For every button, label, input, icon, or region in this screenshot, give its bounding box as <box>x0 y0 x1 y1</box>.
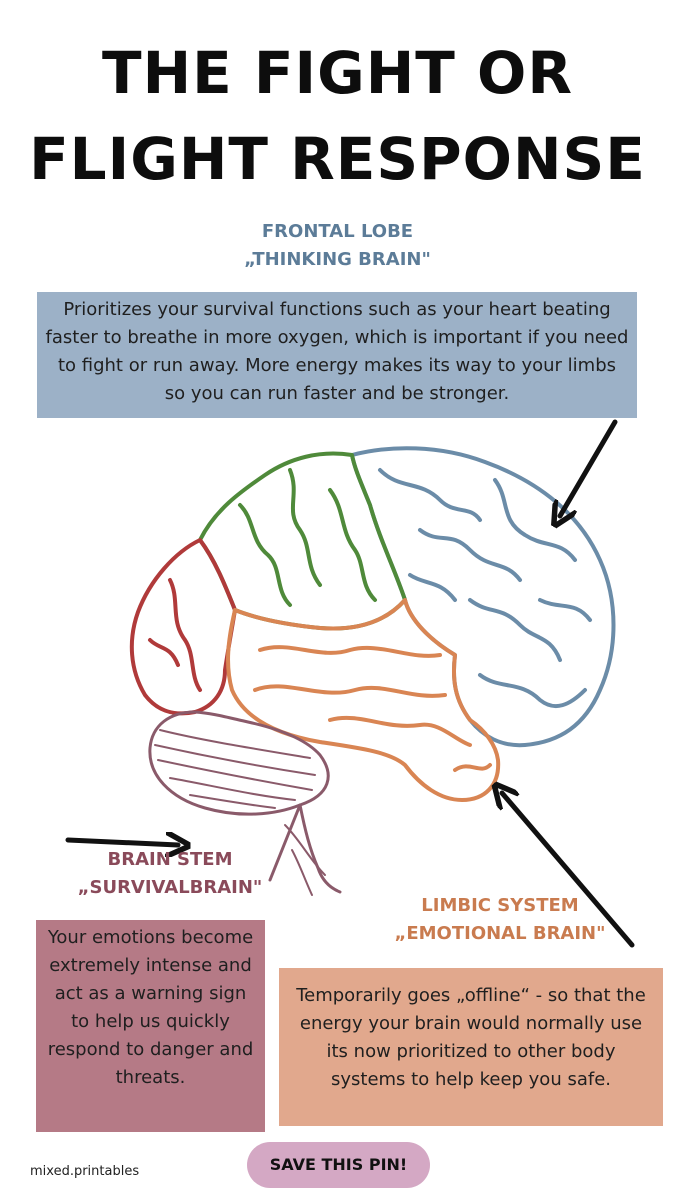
occipital-region-outline <box>129 538 237 716</box>
brainstem-name: BRAIN STEM <box>107 849 233 870</box>
limbic-system-label: LIMBIC SYSTEM „EMOTIONAL BRAIN" <box>380 892 620 948</box>
frontal-arrow <box>560 419 618 516</box>
brainstem-description-box: Your emotions become extremely intense a… <box>36 920 265 1132</box>
title-line-2: FLIGHT RESPONSE <box>29 125 646 193</box>
temporal-region-outline <box>226 598 501 802</box>
limbic-arrow <box>502 793 635 948</box>
page-title: THE FIGHT OR FLIGHT RESPONSE <box>0 30 675 202</box>
brainstem-arrow <box>65 840 178 845</box>
arrow-icon <box>65 419 635 948</box>
title-line-1: THE FIGHT OR <box>102 39 573 107</box>
brand-name: mixed.printables <box>30 1164 140 1179</box>
frontal-region-outline <box>350 446 616 748</box>
save-pin-button[interactable]: SAVE THIS PIN! <box>247 1142 430 1188</box>
brainstem-nickname: „SURVIVALBRAIN" <box>77 877 263 898</box>
cerebellum-outline <box>148 710 342 896</box>
frontal-lobe-label: FRONTAL LOBE „THINKING BRAIN" <box>0 218 675 274</box>
limbic-system-description-box: Temporarily goes „offline“ - so that the… <box>279 968 663 1126</box>
brainstem-label: BRAIN STEM „SURVIVALBRAIN" <box>60 846 280 902</box>
limbic-system-name: LIMBIC SYSTEM <box>421 895 579 916</box>
limbic-system-nickname: „EMOTIONAL BRAIN" <box>394 923 606 944</box>
frontal-lobe-description-box: Prioritizes your survival functions such… <box>37 292 637 418</box>
frontal-lobe-nickname: „THINKING BRAIN" <box>244 249 431 270</box>
frontal-lobe-name: FRONTAL LOBE <box>261 221 414 242</box>
